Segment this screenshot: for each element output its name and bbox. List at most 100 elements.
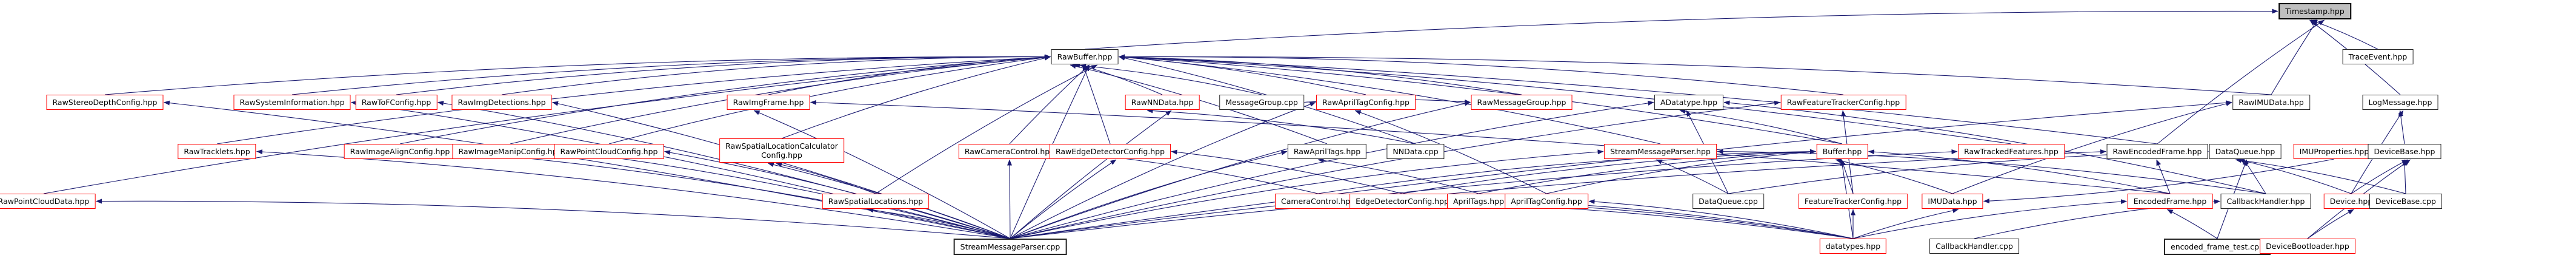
graph-node-streammessageparserhpp[interactable]: StreamMessageParser.hpp [1604, 144, 1717, 159]
graph-edge [1835, 158, 1953, 194]
graph-edge [2402, 159, 2408, 194]
graph-node-rawtrackedfeatures[interactable]: RawTrackedFeatures.hpp [1958, 144, 2065, 159]
graph-edge [608, 55, 1051, 144]
graph-edge [2307, 209, 2354, 239]
graph-node-streammessageparsercpp[interactable]: StreamMessageParser.cpp [953, 239, 1067, 255]
graph-edge [1010, 100, 1654, 239]
graph-edge [1082, 64, 1111, 144]
graph-edge [1010, 100, 2232, 239]
graph-edge [776, 162, 876, 194]
graph-node-imuproperties[interactable]: IMUProperties.hpp [2293, 144, 2375, 159]
graph-node-rawfeaturetrackerconfig[interactable]: RawFeatureTrackerConfig.hpp [1780, 95, 1906, 110]
graph-node-rawimgframe[interactable]: RawImgFrame.hpp [727, 95, 810, 110]
graph-node-rawencodedframe[interactable]: RawEncodedFrame.hpp [2106, 144, 2208, 159]
graph-node-bufferhpp[interactable]: Buffer.hpp [1816, 144, 1868, 159]
graph-edge [1084, 8, 2278, 50]
graph-edge [1010, 100, 1780, 239]
graph-node-nndatacpp[interactable]: NNData.cpp [1386, 144, 1445, 159]
graph-edge [2398, 110, 2405, 144]
graph-node-cameracontrol[interactable]: CameraControl.hpp [1274, 194, 1362, 209]
graph-node-rawmessagegroup[interactable]: RawMessageGroup.hpp [1471, 95, 1573, 110]
graph-edge [2238, 158, 2352, 194]
graph-edge [1841, 159, 1854, 194]
graph-node-dataqueuecpp[interactable]: DataQueue.cpp [1692, 194, 1764, 209]
graph-edge [1119, 55, 1366, 95]
graph-edge [1010, 101, 1471, 239]
graph-edge [2156, 159, 2171, 194]
graph-node-datatypes[interactable]: datatypes.hpp [1819, 239, 1887, 254]
graph-edge [781, 55, 1051, 139]
graph-node-devicebasehpp[interactable]: DeviceBase.hpp [2368, 144, 2441, 159]
graph-edge [1079, 64, 1163, 95]
graph-edge [1354, 110, 1547, 194]
graph-edge [1679, 109, 1843, 144]
graph-edge [501, 54, 1051, 95]
graph-node-dataqueuehpp[interactable]: DataQueue.hpp [2209, 144, 2281, 159]
graph-node-rawpointcloudconfig[interactable]: RawPointCloudConfig.hpp [554, 144, 664, 159]
graph-node-rawstereodepthconfig[interactable]: RawStereoDepthConfig.hpp [46, 95, 164, 110]
graph-edge [1119, 54, 1522, 95]
graph-edge [43, 55, 1051, 194]
graph-node-devicebootloader[interactable]: DeviceBootloader.hpp [2260, 239, 2355, 254]
graph-node-traceevent[interactable]: TraceEvent.hpp [2342, 49, 2414, 64]
graph-edge [2311, 19, 2378, 50]
graph-edge [164, 100, 1011, 239]
graph-edge [1010, 159, 1117, 239]
graph-node-callbackhandlerhpp[interactable]: CallbackHandler.hpp [2220, 194, 2311, 209]
graph-edge [2351, 159, 2408, 194]
graph-edge [1073, 63, 1262, 95]
graph-edge [1317, 158, 1479, 194]
graph-node-encodedframetestcpp[interactable]: encoded_frame_test.cpp [2164, 239, 2271, 255]
graph-node-rawspatiallocationcalculatorconfig[interactable]: RawSpatialLocationCalculator Config.hpp [719, 138, 844, 163]
graph-edge [1009, 64, 1090, 144]
graph-node-messagegroupcpp[interactable]: MessageGroup.cpp [1219, 95, 1304, 110]
graph-node-rawimgdetections[interactable]: RawImgDetections.hpp [451, 95, 552, 110]
graph-node-timestamp[interactable]: Timestamp.hpp [2278, 3, 2351, 19]
graph-node-logmessage[interactable]: LogMessage.hpp [2362, 95, 2438, 110]
graph-node-rawnndata[interactable]: RawNNData.hpp [1125, 95, 1200, 110]
graph-node-imudata[interactable]: IMUData.hpp [1922, 194, 1983, 209]
graph-node-rawtracklets[interactable]: RawTracklets.hpp [178, 144, 256, 159]
graph-edge [552, 101, 1011, 239]
graph-node-rawpointclouddata[interactable]: RawPointCloudData.hpp [0, 194, 96, 209]
graph-edge [2157, 19, 2325, 144]
graph-edge [291, 54, 1051, 95]
graph-edge [753, 110, 1011, 239]
graph-edge [1010, 110, 1172, 239]
graph-edge [875, 64, 1098, 194]
graph-edge [1010, 150, 1288, 239]
graph-node-apriltagconfig[interactable]: AprilTagConfig.hpp [1505, 194, 1588, 209]
graph-edge [2243, 159, 2266, 194]
graph-edge [1171, 149, 1403, 194]
graph-edge [1852, 208, 1959, 239]
graph-node-rawtofconfig[interactable]: RawToFConfig.hpp [355, 95, 438, 110]
graph-edge [867, 208, 1011, 239]
graph-node-adatatype[interactable]: ADatatype.hpp [1654, 95, 1724, 110]
graph-node-rawimudata[interactable]: RawIMUData.hpp [2232, 95, 2310, 110]
graph-node-rawimagemanipconfig[interactable]: RawImageManipConfig.hpp [452, 144, 568, 159]
graph-node-rawedgedetectorconfig[interactable]: RawEdgeDetectorConfig.hpp [1049, 144, 1171, 159]
graph-edge [1119, 54, 2272, 95]
graph-edge [1147, 108, 1416, 144]
graph-edge [1010, 101, 1316, 239]
graph-node-rawsysteminformation[interactable]: RawSystemInformation.hpp [233, 95, 351, 110]
graph-edge [351, 100, 1011, 239]
graph-node-rawbuffer[interactable]: RawBuffer.hpp [1051, 49, 1119, 64]
graph-node-featuretrackerconfig[interactable]: FeatureTrackerConfig.hpp [1798, 194, 1908, 209]
graph-edge [438, 101, 1011, 239]
graph-edge [1119, 54, 1844, 95]
graph-edge [1656, 159, 1729, 194]
graph-node-rawapriltagconfig[interactable]: RawAprilTagConfig.hpp [1316, 95, 1416, 110]
graph-node-rawcameracontrol[interactable]: RawCameraControl.hpp [958, 144, 1061, 159]
graph-node-rawapriltags[interactable]: RawAprilTags.hpp [1287, 144, 1367, 159]
graph-node-rawimagealignconfig[interactable]: RawImageAlignConfig.hpp [344, 144, 456, 159]
graph-edge [104, 54, 1051, 95]
graph-node-apriltags[interactable]: AprilTags.hpp [1446, 194, 1511, 209]
graph-node-callbackhandlercpp[interactable]: CallbackHandler.cpp [1929, 239, 2019, 254]
graph-node-devicebasecpp[interactable]: DeviceBase.cpp [2369, 194, 2442, 209]
graph-node-edgedetectorconfig[interactable]: EdgeDetectorConfig.hpp [1350, 194, 1455, 209]
graph-node-rawspatiallocations[interactable]: RawSpatialLocations.hpp [822, 194, 930, 209]
graph-node-encodedframe[interactable]: EncodedFrame.hpp [2127, 194, 2213, 209]
